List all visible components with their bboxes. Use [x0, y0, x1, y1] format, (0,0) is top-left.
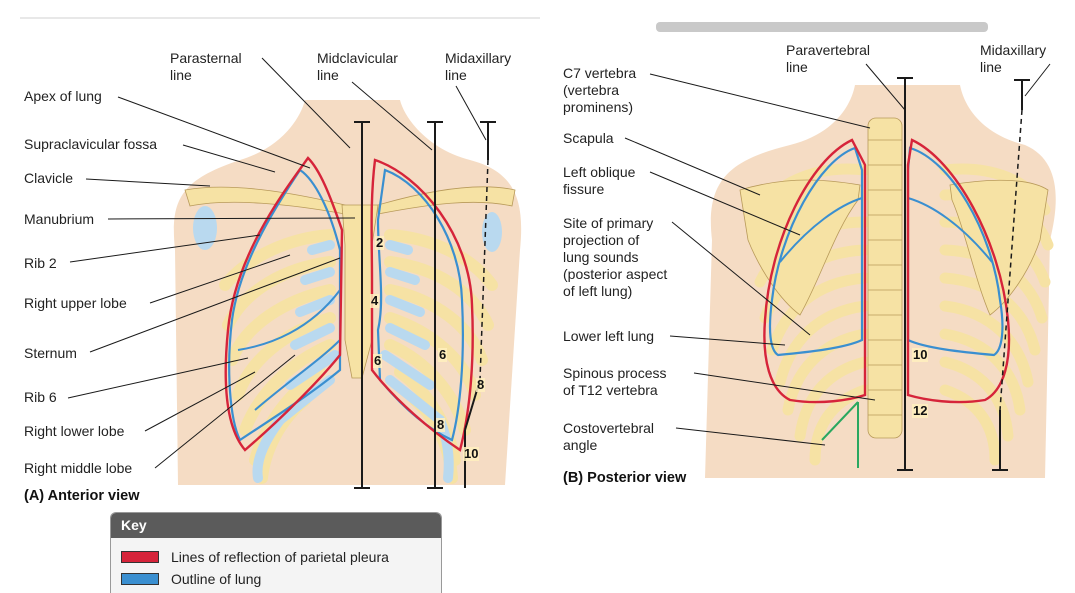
posterior-midaxillary-line-label: Midaxillary line	[980, 42, 1047, 75]
key-title: Key	[111, 513, 441, 538]
rib-number-6-midclavicular: 6	[438, 347, 448, 362]
posterior-caption: (B) Posterior view	[563, 470, 687, 486]
key-item-pleura-label: Lines of reflection of parietal pleura	[171, 549, 389, 565]
legend-key: Key Lines of reflection of parietal pleu…	[110, 512, 442, 593]
label-manubrium: Manubrium	[24, 211, 95, 227]
label-scapula: Scapula	[563, 130, 614, 146]
key-item-lung-label: Outline of lung	[171, 571, 262, 587]
label-spinous-process: Spinous process of T12 vertebra	[563, 365, 667, 398]
anterior-caption: (A) Anterior view	[24, 488, 140, 504]
midclavicular-line-label: Midclavicular line	[317, 50, 398, 83]
anterior-midaxillary-line-label: Midaxillary line	[445, 50, 512, 83]
rib-number-10: 10	[463, 446, 480, 461]
rib-number-4: 4	[370, 293, 380, 308]
label-sternum: Sternum	[24, 345, 77, 361]
label-c7-vertebra: C7 vertebra (vertebra prominens)	[563, 65, 637, 115]
label-site-of-lung-sounds: Site of primary projection of lung sound…	[563, 215, 668, 299]
label-supraclavicular-fossa: Supraclavicular fossa	[24, 136, 158, 152]
anterior-torso	[67, 57, 1056, 489]
label-rib-6: Rib 6	[24, 389, 57, 405]
label-right-middle-lobe: Right middle lobe	[24, 460, 133, 476]
label-clavicle: Clavicle	[24, 170, 74, 186]
pleura-swatch	[121, 551, 159, 563]
rib-number-8-midclavicular: 8	[436, 417, 446, 432]
rib-number-6-sternal: 6	[373, 353, 383, 368]
rib-number-2: 2	[375, 235, 385, 250]
label-apex-of-lung: Apex of lung	[24, 88, 102, 104]
posterior-rib-number-12: 12	[912, 403, 929, 418]
label-costovertebral-angle: Costovertebral angle	[563, 420, 655, 453]
parasternal-line-label: Parasternal line	[170, 50, 242, 83]
key-item-pleura: Lines of reflection of parietal pleura	[121, 549, 389, 565]
lung-swatch	[121, 573, 159, 585]
paravertebral-line-label: Paravertebral line	[786, 42, 871, 75]
top-bar-right	[656, 22, 988, 32]
label-lower-left-lung: Lower left lung	[563, 328, 655, 344]
posterior-rib-number-10: 10	[912, 347, 929, 362]
rib-number-8-axillary: 8	[476, 377, 486, 392]
label-right-lower-lobe: Right lower lobe	[24, 423, 125, 439]
key-item-lung: Outline of lung	[121, 571, 261, 587]
label-right-upper-lobe: Right upper lobe	[24, 295, 127, 311]
label-left-oblique-fissure: Left oblique fissure	[563, 164, 636, 197]
label-rib-2: Rib 2	[24, 255, 57, 271]
